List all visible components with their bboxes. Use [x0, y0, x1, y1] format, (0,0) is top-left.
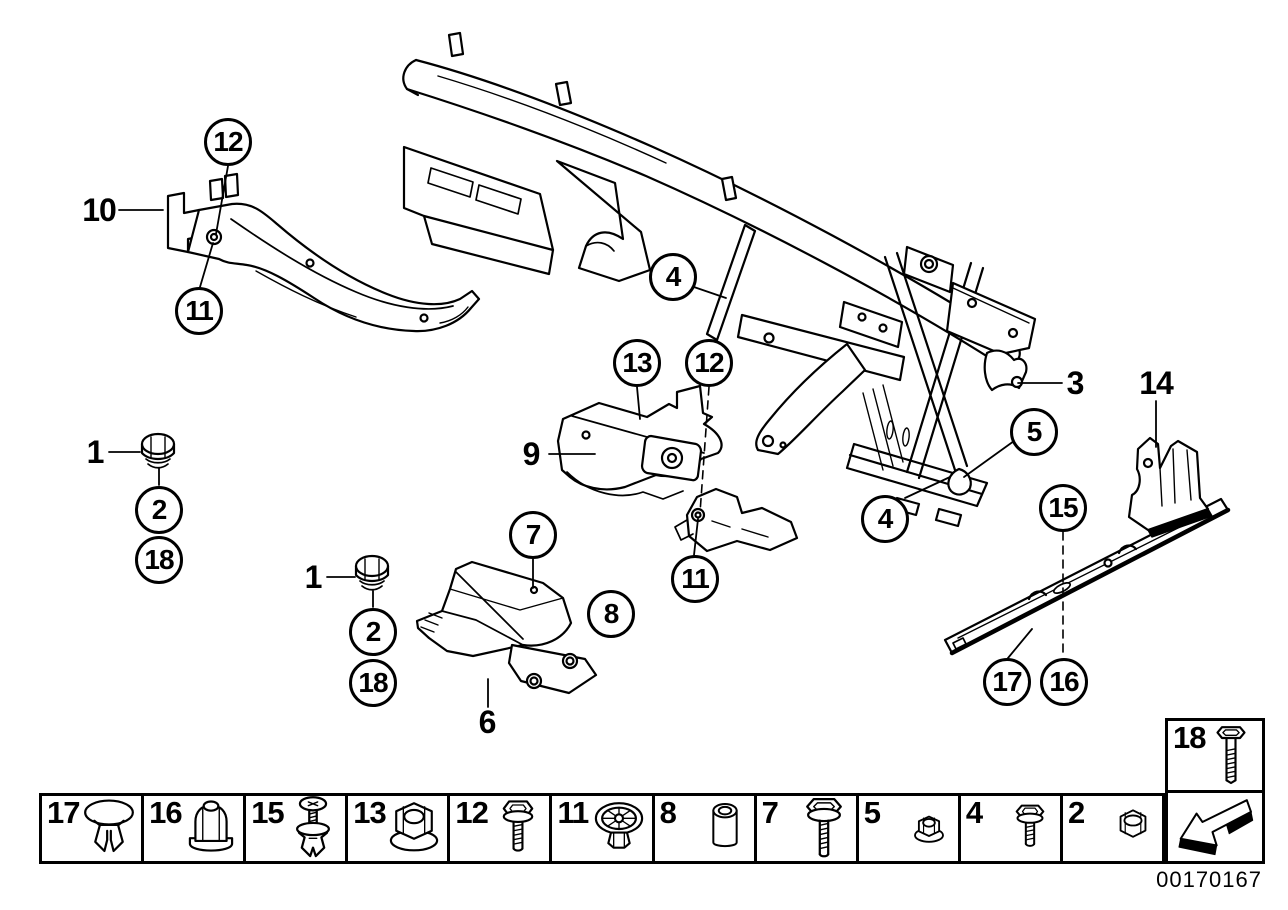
part-6-drawing [415, 560, 598, 695]
legend-item-4[interactable]: 4 [960, 793, 1063, 864]
legend-item-number: 13 [353, 795, 386, 830]
legend-item-18[interactable]: 18 [1165, 718, 1265, 793]
legend-item-11[interactable]: 11 [552, 793, 655, 864]
legend-item-12[interactable]: 12 [450, 793, 553, 864]
plug-screw-1b-drawing [354, 554, 390, 591]
callout-circle-7[interactable]: 7 [509, 511, 557, 559]
callout-circle-2[interactable]: 2 [349, 608, 397, 656]
legend-item-number: 11 [557, 795, 589, 830]
legend-item-number: 5 [863, 795, 881, 830]
callout-circle-4[interactable]: 4 [649, 253, 697, 301]
callout-circle-16[interactable]: 16 [1040, 658, 1088, 706]
callout-circle-12[interactable]: 12 [685, 339, 733, 387]
legend-item-number: 4 [965, 795, 983, 830]
legend-item-17[interactable]: 17 [39, 793, 145, 864]
legend-item-number: 16 [149, 795, 182, 830]
spacer-sleeve-icon [700, 799, 750, 859]
hex-nut-icon [1108, 801, 1158, 857]
fastener-legend: 17 16 15 13 12 11 8 7 5 4 2 [39, 793, 1166, 864]
legend-item-7[interactable]: 7 [756, 793, 859, 864]
callout-circle-8[interactable]: 8 [587, 590, 635, 638]
callout-circle-15[interactable]: 15 [1039, 484, 1087, 532]
leader-line-5 [699, 386, 710, 514]
callout-circle-18[interactable]: 18 [349, 659, 397, 707]
callout-circle-13[interactable]: 13 [613, 339, 661, 387]
leader-line-12 [963, 440, 1015, 478]
flange-bolt-icon [491, 797, 545, 861]
callout-circle-4[interactable]: 4 [861, 495, 909, 543]
cap-nut-icon [183, 796, 239, 862]
expanding-rivet-icon [285, 795, 341, 863]
legend-item-15[interactable]: 15 [246, 793, 349, 864]
part-10-drawing [166, 172, 481, 333]
legend-item-number: 2 [1067, 795, 1085, 830]
callout-circle-18[interactable]: 18 [135, 536, 183, 584]
legend-continuation-cell[interactable] [1165, 790, 1265, 864]
leader-line-0 [215, 165, 229, 235]
plug-screw-1a-drawing [140, 432, 176, 469]
legend-item-number: 18 [1173, 720, 1206, 755]
doc-number: 00170167 [1156, 867, 1262, 892]
flange-nut-small-icon [904, 801, 954, 857]
part-label-1[interactable]: 1 [86, 434, 105, 470]
callout-circle-11[interactable]: 11 [671, 555, 719, 603]
callout-circle-2[interactable]: 2 [135, 486, 183, 534]
part-label-1[interactable]: 1 [304, 559, 323, 595]
part-label-14[interactable]: 14 [1139, 365, 1174, 401]
part-carrier-drawing [402, 31, 1037, 528]
legend-item-number: 8 [659, 795, 677, 830]
part-label-10[interactable]: 10 [82, 192, 117, 228]
legend-item-number: 17 [47, 795, 80, 830]
part-9-drawing [556, 384, 799, 553]
leader-line-13 [904, 476, 951, 499]
leader-line-15 [1007, 628, 1033, 659]
legend-item-16[interactable]: 16 [144, 793, 247, 864]
leader-lines [108, 165, 1157, 708]
legend-item-8[interactable]: 8 [654, 793, 757, 864]
leader-line-1 [199, 242, 214, 288]
legend-item-2[interactable]: 2 [1062, 793, 1166, 864]
expanding-clip-icon [81, 796, 137, 862]
continuation-arrow-icon [1172, 796, 1258, 858]
part-label-6[interactable]: 6 [478, 704, 497, 740]
flange-nut-large-icon [385, 797, 443, 861]
part-label-3[interactable]: 3 [1066, 365, 1085, 401]
hex-bolt-long-icon [1204, 722, 1258, 790]
legend-item-number: 12 [455, 795, 488, 830]
disc-nut-icon [590, 797, 648, 861]
leader-line-3 [690, 285, 727, 299]
legend-item-5[interactable]: 5 [858, 793, 961, 864]
flange-bolt-short-icon [1004, 799, 1056, 859]
leader-line-6 [693, 518, 699, 556]
legend-item-number: 15 [251, 795, 284, 830]
callout-circle-5[interactable]: 5 [1010, 408, 1058, 456]
leader-line-4 [636, 386, 641, 420]
callout-circle-17[interactable]: 17 [983, 658, 1031, 706]
legend-item-number: 7 [761, 795, 779, 830]
part-14-drawing [1127, 436, 1213, 538]
callout-circle-11[interactable]: 11 [175, 287, 223, 335]
callout-circle-12[interactable]: 12 [204, 118, 252, 166]
part-label-9[interactable]: 9 [522, 436, 541, 472]
flange-bolt-long-icon [796, 794, 852, 864]
legend-item-13[interactable]: 13 [348, 793, 451, 864]
